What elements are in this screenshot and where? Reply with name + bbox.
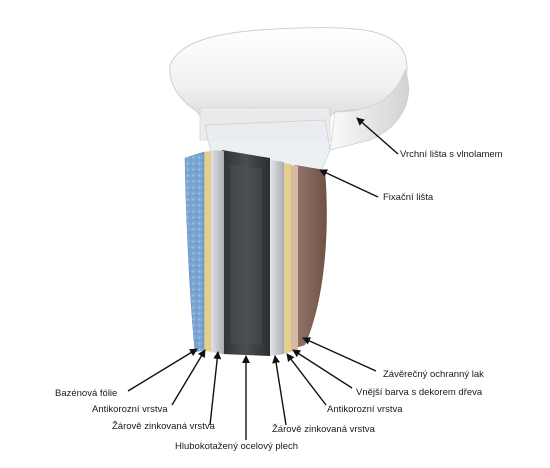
anticorrosion-outer-layer xyxy=(283,163,291,354)
arrow-anticorrosion-outer xyxy=(286,353,327,406)
wood-decor-layer xyxy=(290,165,327,350)
label-anticorrosion-inner: Antikorozní vrstva xyxy=(92,404,168,415)
label-steel-sheet: Hlubokotažený ocelový plech xyxy=(175,441,299,452)
callout-arrows xyxy=(127,117,399,440)
pool-foil-layer xyxy=(184,151,205,353)
label-top-rail: Vrchní lišta s vlnolamem xyxy=(400,149,503,160)
anticorrosion-inner-layer xyxy=(203,151,211,352)
label-lacquer: Závěrečný ochranný lak xyxy=(383,369,484,380)
arrow-pool-foil xyxy=(127,348,198,392)
label-anticorrosion-outer: Antikorozní vrstva xyxy=(327,404,403,415)
arrow-top-rail xyxy=(356,117,399,155)
arrow-anticorrosion-inner xyxy=(171,349,206,406)
arrow-lacquer xyxy=(302,337,377,372)
steel-sheet-layer xyxy=(222,150,270,356)
arrow-fixing-rail xyxy=(319,169,379,198)
label-galvanized-inner: Žárově zinkovaná vrstva xyxy=(112,421,215,432)
label-pool-foil: Bazénová fólie xyxy=(55,388,118,399)
arrow-galvanized-outer xyxy=(272,355,287,426)
label-wood-decor: Vnější barva s dekorem dřeva xyxy=(356,387,483,398)
label-fixing-rail: Fixační lišta xyxy=(383,192,434,203)
galvanized-inner-layer xyxy=(210,150,224,354)
galvanized-outer-layer xyxy=(270,160,284,356)
label-galvanized-outer: Žárově zinkovaná vrstva xyxy=(272,424,375,435)
arrow-galvanized-inner xyxy=(209,351,222,426)
arrow-wood-decor xyxy=(292,349,353,389)
lacquer-layer xyxy=(290,165,298,352)
